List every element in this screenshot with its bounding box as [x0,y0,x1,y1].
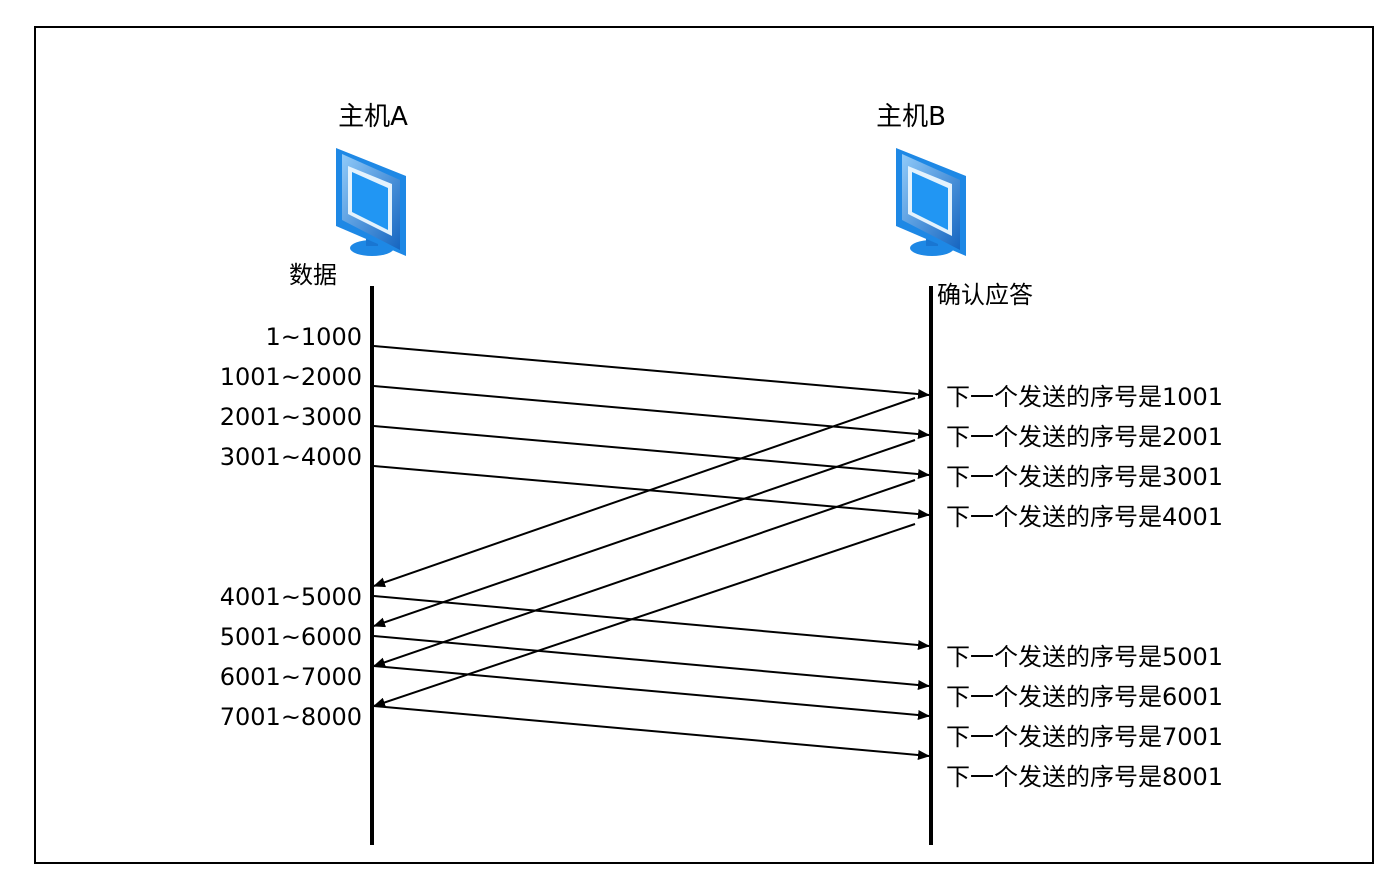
ack-arrow [373,523,916,708]
computer-monitor-icon [896,148,966,256]
segment-label: 5001~6000 [220,623,362,651]
segment-label: 6001~7000 [220,663,362,691]
diagram-border [34,26,1374,864]
host-a-caption: 数据 [289,261,337,289]
host-a-title: 主机A [338,102,408,132]
ack-labels: 下一个发送的序号是1001 下一个发送的序号是2001 下一个发送的序号是300… [946,383,1223,791]
ack-arrow [373,439,916,628]
data-arrow [373,385,930,440]
host-b-caption: 确认应答 [937,281,1033,309]
ack-label: 下一个发送的序号是3001 [946,463,1223,491]
segment-label: 3001~4000 [220,443,362,471]
data-segment-labels: 1~1000 1001~2000 2001~3000 3001~4000 400… [220,323,362,731]
ack-label: 下一个发送的序号是8001 [946,763,1223,791]
data-arrows [373,345,930,760]
ack-label: 下一个发送的序号是5001 [946,643,1223,671]
data-arrow [373,635,930,690]
ack-arrow [373,397,916,588]
data-arrow [373,665,930,720]
data-arrow [373,425,930,480]
ack-label: 下一个发送的序号是4001 [946,503,1223,531]
segment-label: 7001~8000 [220,703,362,731]
ack-label: 下一个发送的序号是7001 [946,723,1223,751]
data-arrow [373,595,930,650]
ack-label: 下一个发送的序号是2001 [946,423,1223,451]
segment-label: 1~1000 [266,323,362,351]
ack-arrows [373,397,916,708]
segment-label: 4001~5000 [220,583,362,611]
host-b-title: 主机B [876,102,946,132]
segment-label: 2001~3000 [220,403,362,431]
computer-monitor-icon [336,148,406,256]
ack-label: 下一个发送的序号是1001 [946,383,1223,411]
data-arrow [373,705,930,760]
data-arrow [373,345,930,400]
segment-label: 1001~2000 [220,363,362,391]
ack-arrow [373,479,916,668]
ack-label: 下一个发送的序号是6001 [946,683,1223,711]
